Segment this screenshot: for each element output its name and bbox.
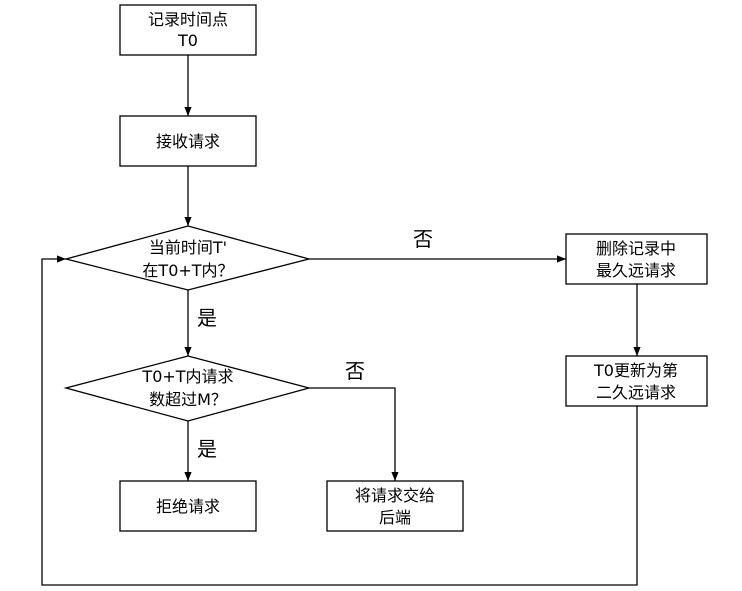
node-check-time: 当前时间T' 在T0+T内？ [63, 225, 312, 291]
node-check-count-line2: 数超过M？ [149, 390, 227, 409]
node-delete-oldest-line1: 删除记录中 [596, 239, 676, 258]
node-update-t0: T0更新为第 二久远请求 [565, 355, 708, 407]
node-reject: 拒绝请求 [119, 480, 257, 532]
node-check-count: T0+T内请求 数超过M？ [63, 355, 312, 422]
node-update-t0-line2: 二久远请求 [596, 383, 676, 402]
node-receive: 接收请求 [119, 115, 257, 167]
node-forward: 将请求交给 后端 [326, 480, 464, 532]
node-delete-oldest-line2: 最久远请求 [596, 261, 676, 280]
edge-loop-back [41, 255, 638, 586]
node-update-t0-line1: T0更新为第 [593, 361, 678, 380]
edge-label-count-no: 否 [345, 359, 365, 383]
connectors [41, 55, 641, 586]
node-check-count-line1: T0+T内请求 [141, 367, 233, 386]
node-record-t0-line2: T0 [177, 31, 198, 50]
edge-label-count-yes: 是 [197, 437, 217, 461]
node-record-t0: 记录时间点 T0 [119, 4, 257, 56]
node-forward-line2: 后端 [379, 508, 411, 527]
node-check-time-line1: 当前时间T' [149, 238, 227, 257]
node-record-t0-line1: 记录时间点 [148, 10, 228, 29]
node-forward-line1: 将请求交给 [355, 486, 435, 505]
edge-label-time-no: 否 [413, 227, 433, 251]
edge-check-count-no [309, 387, 399, 481]
node-receive-line1: 接收请求 [156, 132, 220, 151]
edge-label-time-yes: 是 [197, 306, 217, 330]
node-reject-line1: 拒绝请求 [156, 497, 220, 516]
node-check-time-line2: 在T0+T内？ [142, 261, 233, 280]
node-delete-oldest: 删除记录中 最久远请求 [565, 233, 708, 285]
